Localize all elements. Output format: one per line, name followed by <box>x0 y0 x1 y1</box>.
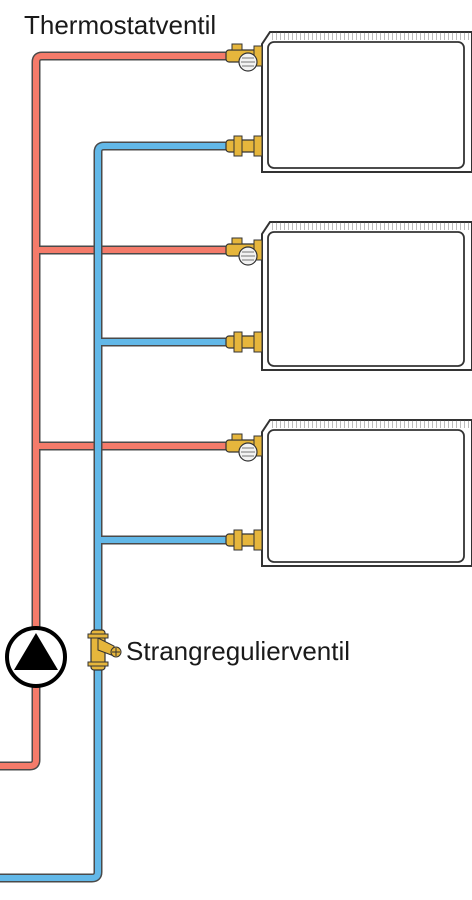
return-valve-icon <box>225 529 263 551</box>
circulation-pump-icon <box>5 626 67 688</box>
radiator-1 <box>261 31 472 173</box>
supply-pipes <box>0 51 228 771</box>
thermostat-valve-label: Thermostatventil <box>24 10 217 40</box>
radiator-3 <box>261 419 472 567</box>
balancing-valve-icon <box>87 629 122 671</box>
return-valve-icon <box>225 135 263 157</box>
balancing-valve-label: Strangregulierventil <box>126 636 351 666</box>
thermostatic-valve-icon <box>225 433 263 462</box>
radiator-2 <box>261 221 472 371</box>
thermostatic-valve-icon <box>225 43 263 72</box>
return-valve-icon <box>225 331 263 353</box>
thermostatic-valve-icon <box>225 237 263 266</box>
return-pipes <box>0 141 228 883</box>
